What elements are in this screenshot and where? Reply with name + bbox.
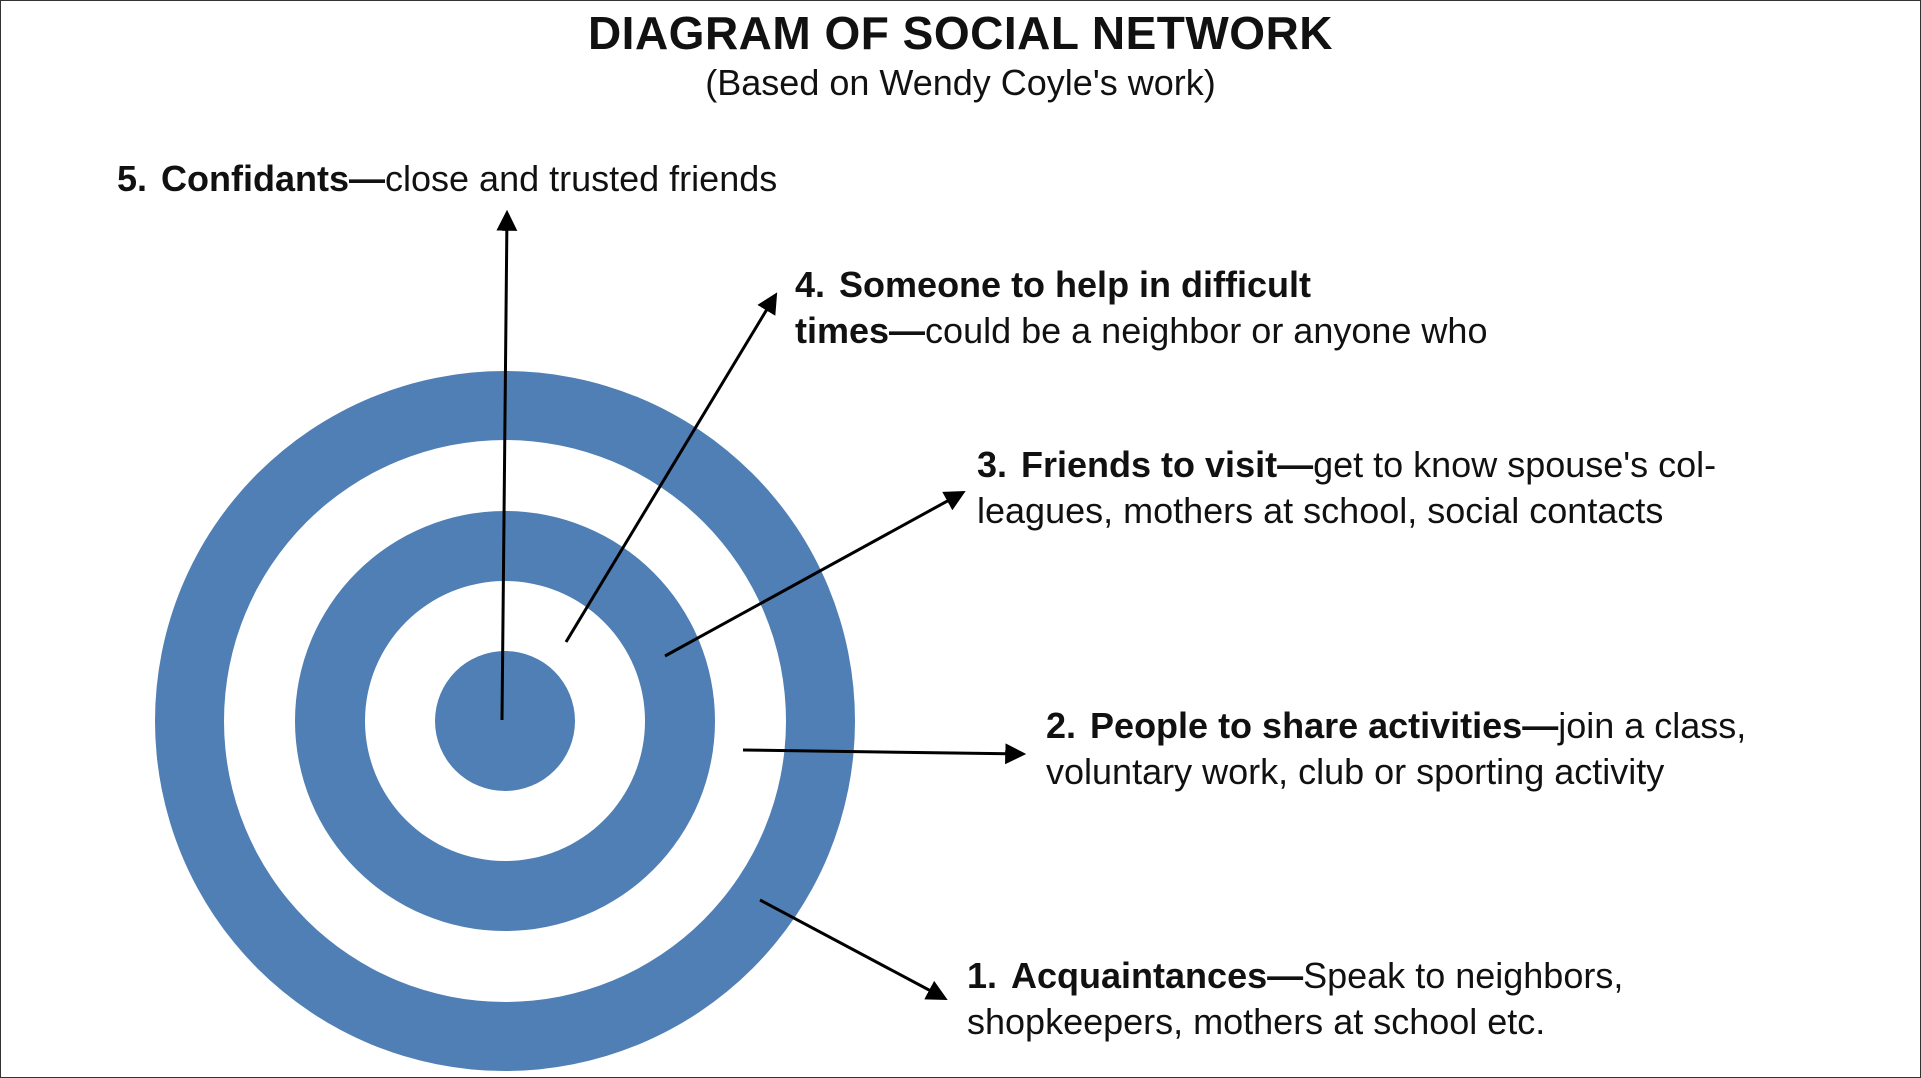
level-4-heading: Someone to help in difficult xyxy=(839,264,1312,305)
level-1-line2: shopkeepers, mothers at school etc. xyxy=(967,1001,1546,1042)
level-1-line1: Speak to neighbors, xyxy=(1303,955,1624,996)
level-3-line2: leagues, mothers at school, social conta… xyxy=(977,490,1664,531)
label-level-5: 5. Confidants—close and trusted friends xyxy=(117,156,777,202)
level-1-heading: Acquaintances— xyxy=(1011,955,1304,996)
label-level-1: 1. Acquaintances—Speak to neighbors, shop… xyxy=(967,953,1623,1045)
ring-confidants-core xyxy=(435,651,575,791)
arrow-level-2 xyxy=(742,743,1027,765)
arrow-level-4 xyxy=(564,292,778,643)
diagram-subtitle: (Based on Wendy Coyle's work) xyxy=(705,62,1216,103)
level-2-line1: join a class, xyxy=(1558,705,1747,746)
level-4-line2: could be a neighbor or anyone who xyxy=(925,310,1488,351)
arrow-level-1 xyxy=(759,898,948,1000)
level-2-number: 2. xyxy=(1046,705,1077,746)
level-5-line1: close and trusted friends xyxy=(385,158,778,199)
label-level-4: 4. Someone to help in difficult times—cou… xyxy=(795,262,1487,354)
level-4-number: 4. xyxy=(795,264,826,305)
arrow-level-5 xyxy=(496,209,518,721)
label-level-3: 3. Friends to visit—get to know spouse's … xyxy=(977,442,1716,534)
level-3-line1: get to know spouse's col- xyxy=(1313,444,1717,485)
label-level-2: 2. People to share activities—join a clas… xyxy=(1046,703,1746,795)
level-2-heading: People to share activities— xyxy=(1090,705,1559,746)
level-5-number: 5. xyxy=(117,158,148,199)
level-2-line2: voluntary work, club or sporting activit… xyxy=(1046,751,1665,792)
level-4-heading-2: times— xyxy=(795,310,926,351)
level-5-heading: Confidants— xyxy=(161,158,386,199)
diagram-title: DIAGRAM OF SOCIAL NETWORK xyxy=(587,7,1334,59)
level-3-heading: Friends to visit— xyxy=(1021,444,1314,485)
level-1-number: 1. xyxy=(967,955,998,996)
level-3-number: 3. xyxy=(977,444,1008,485)
arrow-level-3 xyxy=(664,490,966,658)
